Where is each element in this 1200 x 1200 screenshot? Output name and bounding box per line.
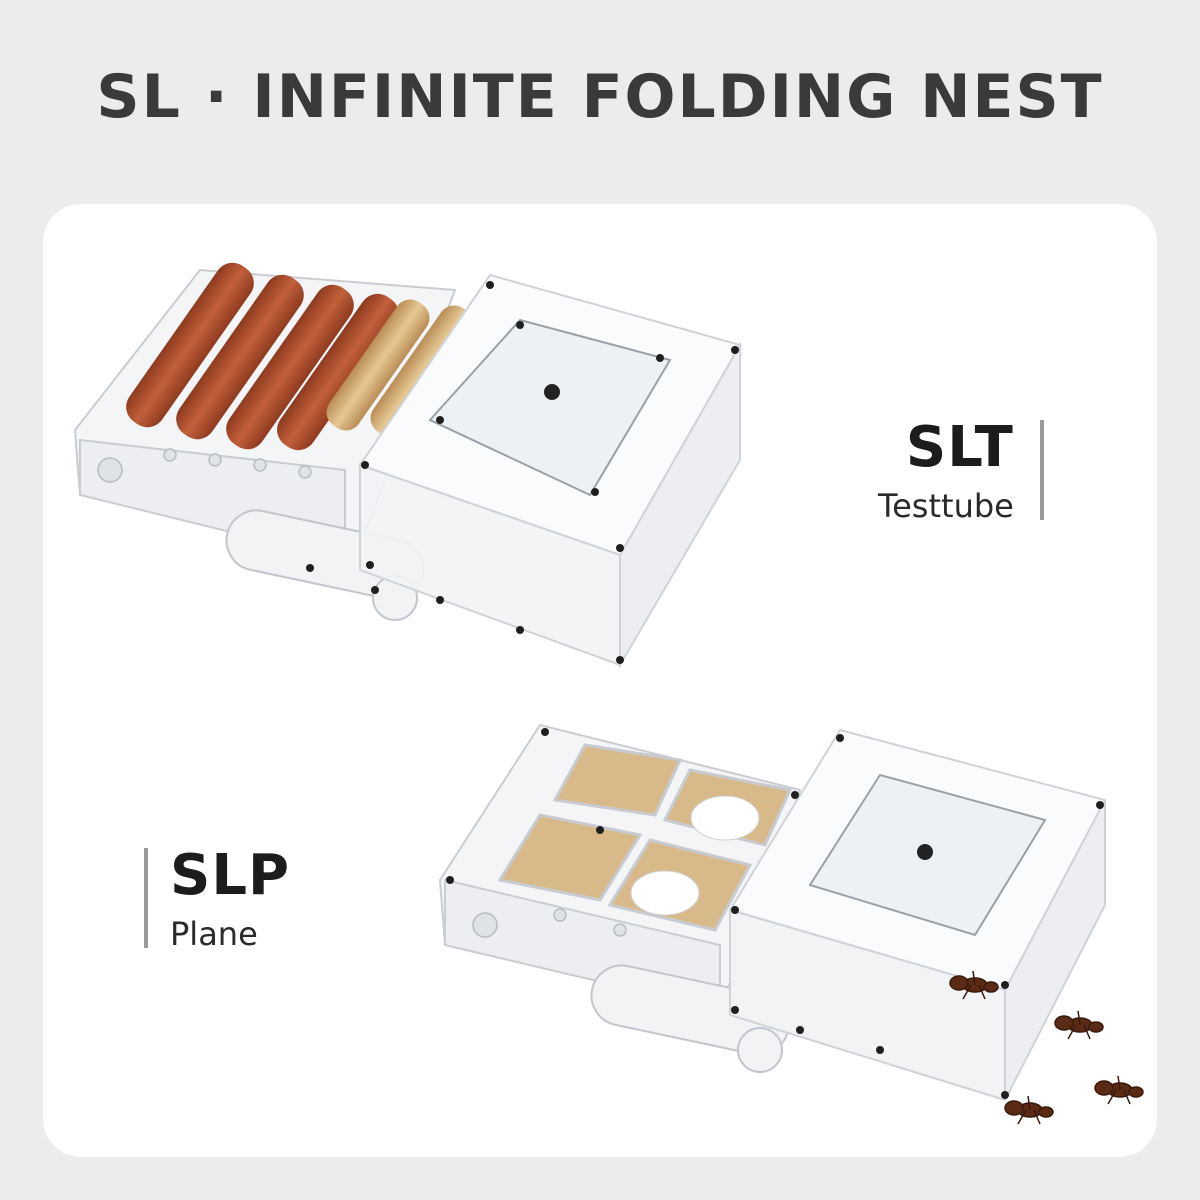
- ant-figures: [949, 970, 1144, 1125]
- slp-label: SLP Plane: [144, 843, 291, 953]
- outworld-box: [728, 728, 1107, 1102]
- slt-nest-image: [73, 262, 742, 669]
- product-name: Plane: [170, 915, 258, 953]
- accent-bar: [1039, 420, 1044, 520]
- product-code: SLT: [905, 415, 1014, 480]
- folding-hinge: [590, 964, 790, 1073]
- accent-bar: [144, 848, 148, 948]
- slp-nest-image: [438, 723, 1144, 1125]
- product-name: Testtube: [878, 487, 1014, 525]
- product-code: SLP: [170, 843, 291, 908]
- page-title: SL · INFINITE FOLDING NEST: [96, 62, 1104, 132]
- sand-chambers: [497, 743, 793, 932]
- outworld-box: [358, 273, 742, 669]
- slt-label: SLT Testtube: [878, 415, 1044, 525]
